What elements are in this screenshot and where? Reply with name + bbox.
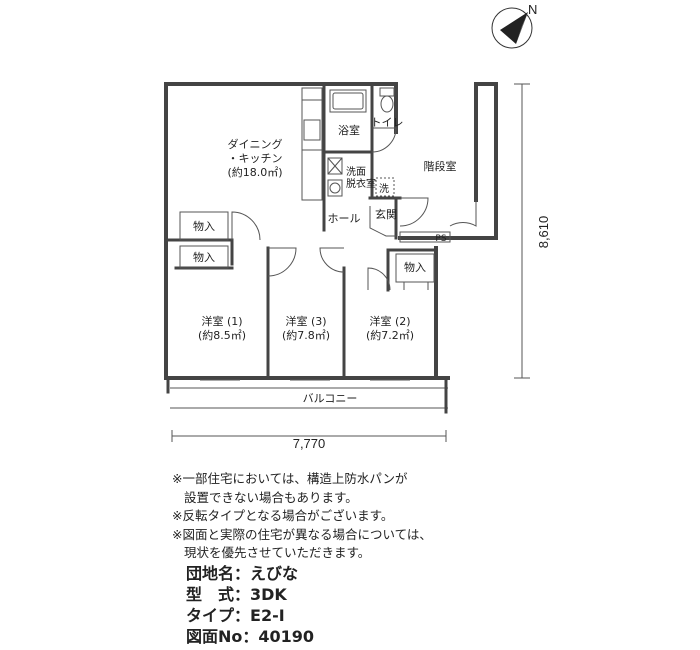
room-label-western-2: 洋室 (2) (369, 314, 410, 328)
washer-label: 洗 (379, 183, 389, 195)
width-dimension (171, 430, 447, 442)
note-line: 現状を優先させていただきます。 (184, 545, 371, 560)
storage-box-3 (395, 253, 435, 283)
variant-value: E2-I (250, 606, 285, 625)
type-label: 型 式： (186, 585, 251, 604)
room-label-entrance: 玄関 (375, 207, 397, 221)
room-area-western-1: (約8.5㎡) (198, 328, 246, 342)
complex-value: えびな (250, 564, 299, 583)
room-area-western-2: (約7.2㎡) (366, 328, 414, 342)
type-row: 型 式：3DK (186, 584, 314, 605)
width-dimension-label: 7,770 (293, 436, 326, 451)
drawing-label: 図面No： (186, 627, 259, 646)
kitchen-counter (301, 87, 323, 201)
property-info: 団地名：えびな 型 式：3DK タイプ：E2-I 図面No：40190 (186, 563, 314, 647)
bathtub (329, 89, 367, 113)
washroom-fixtures (327, 157, 395, 197)
room-label-storage-3: 物入 (404, 260, 426, 274)
room-area-western-3: (約7.8㎡) (282, 328, 330, 342)
type-value: 3DK (250, 585, 287, 604)
note-line: ※図面と実際の住宅が異なる場合については、 (172, 526, 432, 542)
variant-row: タイプ：E2-I (186, 605, 314, 626)
depth-dimension-label: 8,610 (536, 216, 551, 249)
complex-row: 団地名：えびな (186, 563, 314, 584)
room-label-washroom: 洗面 (346, 166, 366, 178)
room-area-dining: (約18.0㎡) (227, 165, 282, 179)
note-line: ※一部住宅においては、構造上防水パンが (172, 471, 408, 486)
ps-label: PS (435, 234, 446, 244)
balcony (166, 376, 448, 414)
room-label-bath: 浴室 (338, 123, 360, 137)
complex-label: 団地名： (186, 564, 251, 583)
room-label-storage-1: 物入 (193, 219, 215, 233)
compass-label: N (528, 2, 537, 17)
room-label-hall: ホール (328, 212, 361, 225)
depth-dimension (514, 83, 530, 379)
room-label-stairwell: 階段室 (424, 159, 457, 173)
notes: ※一部住宅においては、構造上防水パンが 設置できない場合もあります。 ※反転タイ… (172, 470, 432, 563)
room-label-balcony: バルコニー (303, 392, 358, 405)
storage-box-1 (179, 211, 229, 241)
room-label-western-1: 洋室 (1) (201, 314, 242, 328)
room-label-dining: ダイニング (228, 137, 283, 151)
storage-box-2 (179, 245, 229, 269)
outer-walls (164, 82, 498, 380)
room-label-dressing: 脱衣室 (346, 177, 376, 190)
room-label-toilet: トイレ (371, 116, 404, 129)
room-label-kitchen: ・キッチン (228, 152, 283, 165)
room-label-storage-2: 物入 (193, 250, 215, 264)
drawing-value: 40190 (258, 627, 315, 646)
toilet-fixture (379, 87, 395, 113)
variant-label: タイプ： (186, 606, 251, 625)
window-marks (200, 282, 429, 381)
note-line: 設置できない場合もあります。 (184, 489, 358, 505)
north-arrow-icon: N (491, 2, 537, 49)
room-label-western-3: 洋室 (3) (285, 314, 326, 328)
drawing-row: 図面No：40190 (186, 626, 314, 647)
note-line: ※反転タイプとなる場合がございます。 (172, 508, 394, 523)
entrance-step (369, 206, 396, 237)
ps-box (399, 231, 451, 243)
doors (231, 127, 477, 291)
